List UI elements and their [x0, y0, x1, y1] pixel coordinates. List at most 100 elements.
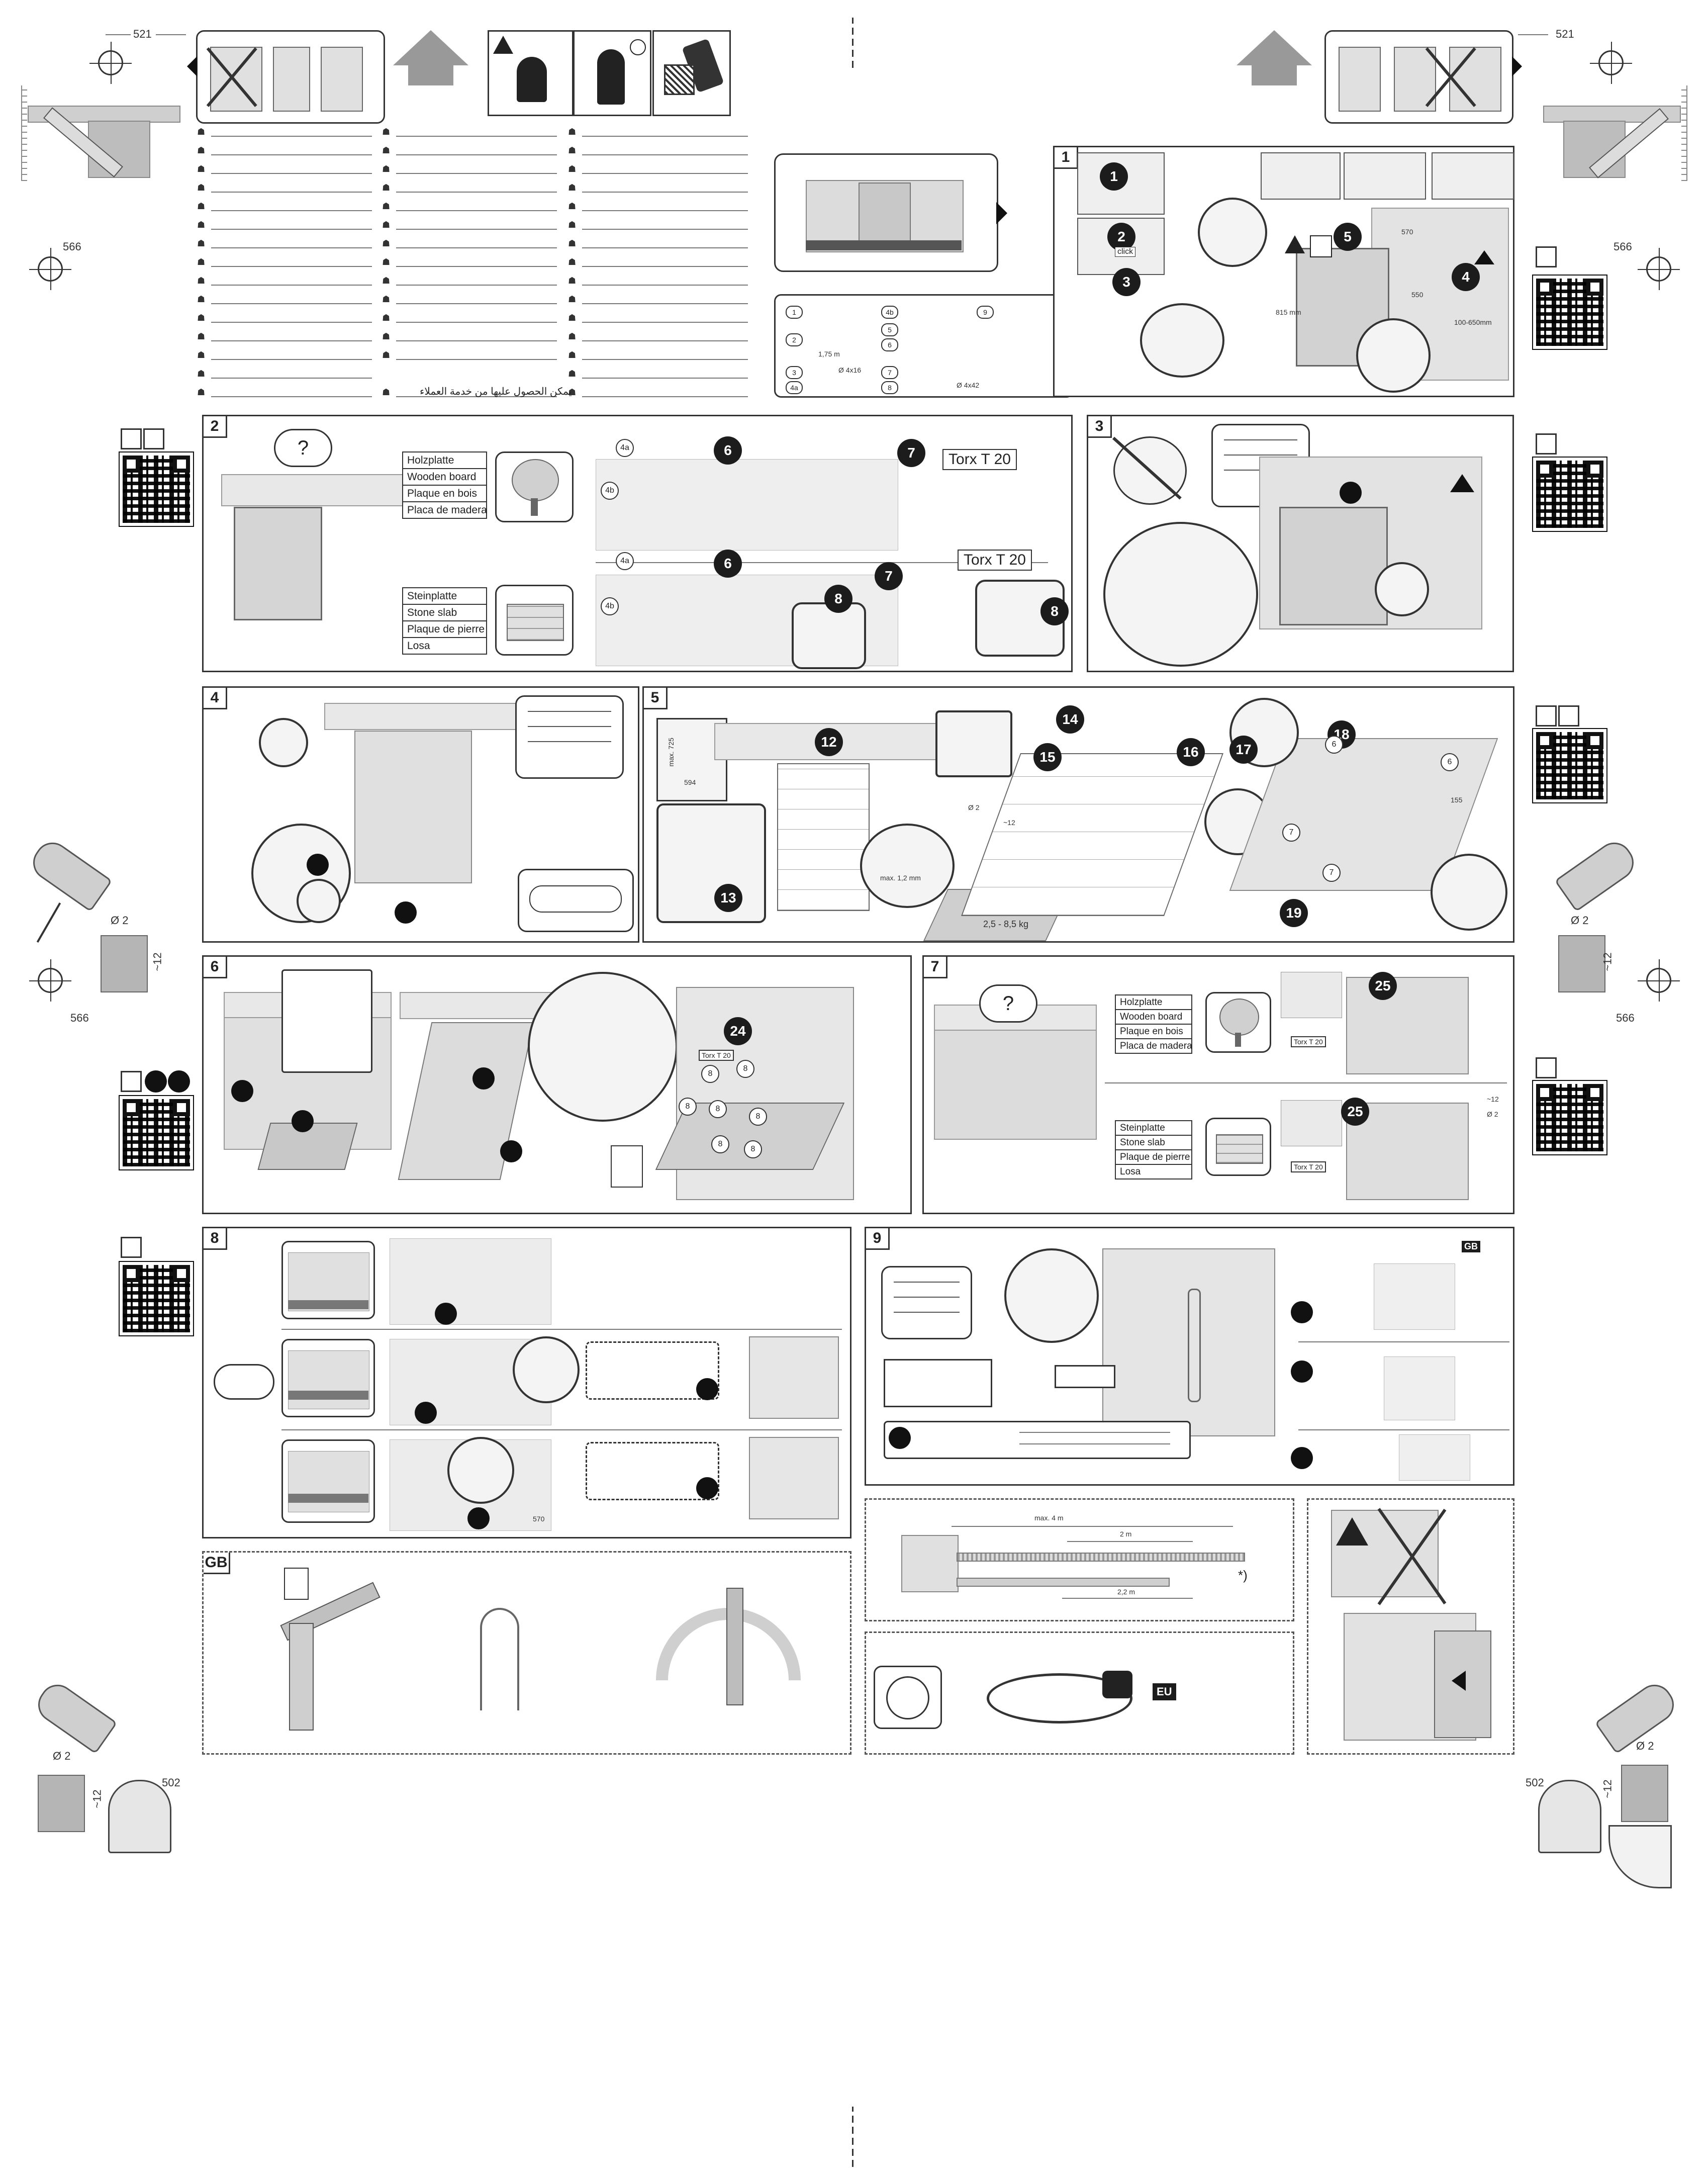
step-badge	[307, 854, 329, 876]
language-line	[396, 247, 557, 248]
step-5-dimension: ~12	[1003, 819, 1015, 827]
connector-detail	[1374, 1263, 1455, 1330]
recycle-bin-icon	[611, 1145, 643, 1188]
language-line	[582, 396, 748, 397]
step-number: 9	[866, 1228, 890, 1250]
warning-text-line	[1019, 1432, 1170, 1433]
arrow-up-icon-stem	[408, 65, 453, 85]
drill-depth-label: ~12	[1601, 1779, 1614, 1798]
plinth-variant-2-box	[281, 1339, 375, 1417]
checkbox-square	[121, 428, 142, 449]
hose-bend-illustration	[480, 1608, 519, 1710]
language-line	[396, 266, 557, 267]
step-8-panel: 8 570	[202, 1227, 851, 1538]
language-line	[211, 173, 372, 174]
hose-routing-callout	[1375, 562, 1429, 616]
language-flag-icon: ☗	[568, 238, 577, 248]
language-line	[396, 229, 557, 230]
step-6-sublabel: 8	[711, 1135, 729, 1153]
cabinet-icon	[321, 47, 363, 112]
step-6-sublabel: 8	[749, 1108, 767, 1126]
divider	[596, 562, 1048, 563]
cloud-question-icon: ?	[274, 429, 332, 467]
margin-dash	[106, 34, 131, 35]
language-line	[582, 266, 748, 267]
qr-code	[1532, 1080, 1607, 1155]
step-number: 1	[1055, 147, 1078, 169]
torx-label: Torx T 20	[1291, 1161, 1326, 1172]
language-line	[396, 136, 557, 137]
step-5-dimension: 155	[1451, 796, 1463, 804]
margin-dash	[1518, 34, 1548, 35]
step-badge	[467, 1507, 490, 1529]
bottom-length-label: 2,2 m	[1117, 1588, 1135, 1596]
qr-code	[1532, 728, 1607, 803]
wood-label-en: Wooden board	[403, 469, 486, 486]
gb-panel: GB	[202, 1551, 851, 1783]
step-6-sublabel: 8	[679, 1098, 697, 1116]
language-flag-icon: ☗	[197, 220, 206, 230]
step-7-badge: 25	[1369, 972, 1397, 1000]
step-badge	[1291, 1301, 1313, 1323]
language-flag-icon: ☗	[197, 313, 206, 323]
part-number-label: 1	[786, 306, 803, 319]
step-number: 7	[924, 957, 947, 978]
tree-icon	[512, 459, 559, 501]
step-badge	[696, 1378, 718, 1400]
kitchen-unit-icon	[288, 1451, 369, 1512]
language-line	[396, 303, 557, 304]
step-1-dimension: 550	[1411, 291, 1424, 299]
countertop-illustration	[714, 723, 978, 760]
checkbox-square	[1536, 1057, 1557, 1078]
wood-material-label: Holzplatte Wooden board Plaque en bois P…	[402, 451, 487, 519]
divider	[1105, 1082, 1507, 1083]
crop-mark	[852, 18, 853, 68]
plinth-variant-3-box	[281, 1439, 375, 1523]
screw-callout	[447, 1437, 514, 1504]
socket-icon-box	[874, 1666, 942, 1729]
wood-label-fr: Plaque en bois	[1116, 1025, 1191, 1039]
language-flag-icon: ☗	[568, 387, 577, 397]
diameter-label: Ø 2	[1487, 1110, 1498, 1118]
language-line	[582, 303, 748, 304]
label-bar	[1055, 1365, 1115, 1388]
step-number: 5	[644, 688, 668, 709]
language-flag-icon: ☗	[197, 183, 206, 193]
checkbox-square	[1536, 705, 1557, 727]
socket-icon	[886, 1676, 929, 1719]
step-6-badge: 24	[724, 1017, 752, 1045]
step-badge	[472, 1067, 495, 1090]
step-2-sublabel: 4b	[601, 597, 619, 615]
drill-icon	[1554, 836, 1641, 912]
step-5-sublabel: 7	[1282, 824, 1300, 842]
step-badge	[231, 1080, 253, 1102]
cabinet-icon	[1449, 47, 1501, 112]
appliance-front-box	[774, 153, 998, 272]
wood-label-es: Placa de madera	[407, 504, 487, 516]
bracket-illustration-top	[596, 459, 898, 551]
dimension-line	[1062, 1598, 1193, 1599]
plinth-rail-illustration-1	[390, 1238, 551, 1325]
language-flag-icon: ☗	[382, 387, 391, 397]
gb-label: GB	[204, 1553, 230, 1574]
part-number-label: 3	[786, 366, 803, 379]
language-line	[396, 359, 557, 360]
rail-detail-box	[281, 969, 372, 1073]
wood-material-label: Holzplatte Wooden board Plaque en bois P…	[1115, 994, 1192, 1054]
step-badge	[395, 901, 417, 924]
step-2-sublabel: 4a	[616, 552, 634, 570]
language-line	[582, 154, 748, 155]
language-flag-icon: ☗	[197, 369, 206, 379]
drill-icon	[26, 836, 113, 912]
language-flag-icon: ☗	[568, 369, 577, 379]
step-7-badge: 25	[1341, 1098, 1369, 1126]
dishwasher-side-illustration	[901, 1535, 959, 1592]
divider	[281, 1329, 842, 1330]
torx-label: Torx T 20	[942, 449, 1017, 470]
language-flag-icon: ☗	[197, 164, 206, 174]
hose-length-label: 1,75 m	[818, 350, 840, 358]
step-badge	[435, 1303, 457, 1325]
step-1-dimension: 100-650mm	[1454, 318, 1492, 326]
wood-label-en: Wooden board	[1116, 1010, 1191, 1025]
